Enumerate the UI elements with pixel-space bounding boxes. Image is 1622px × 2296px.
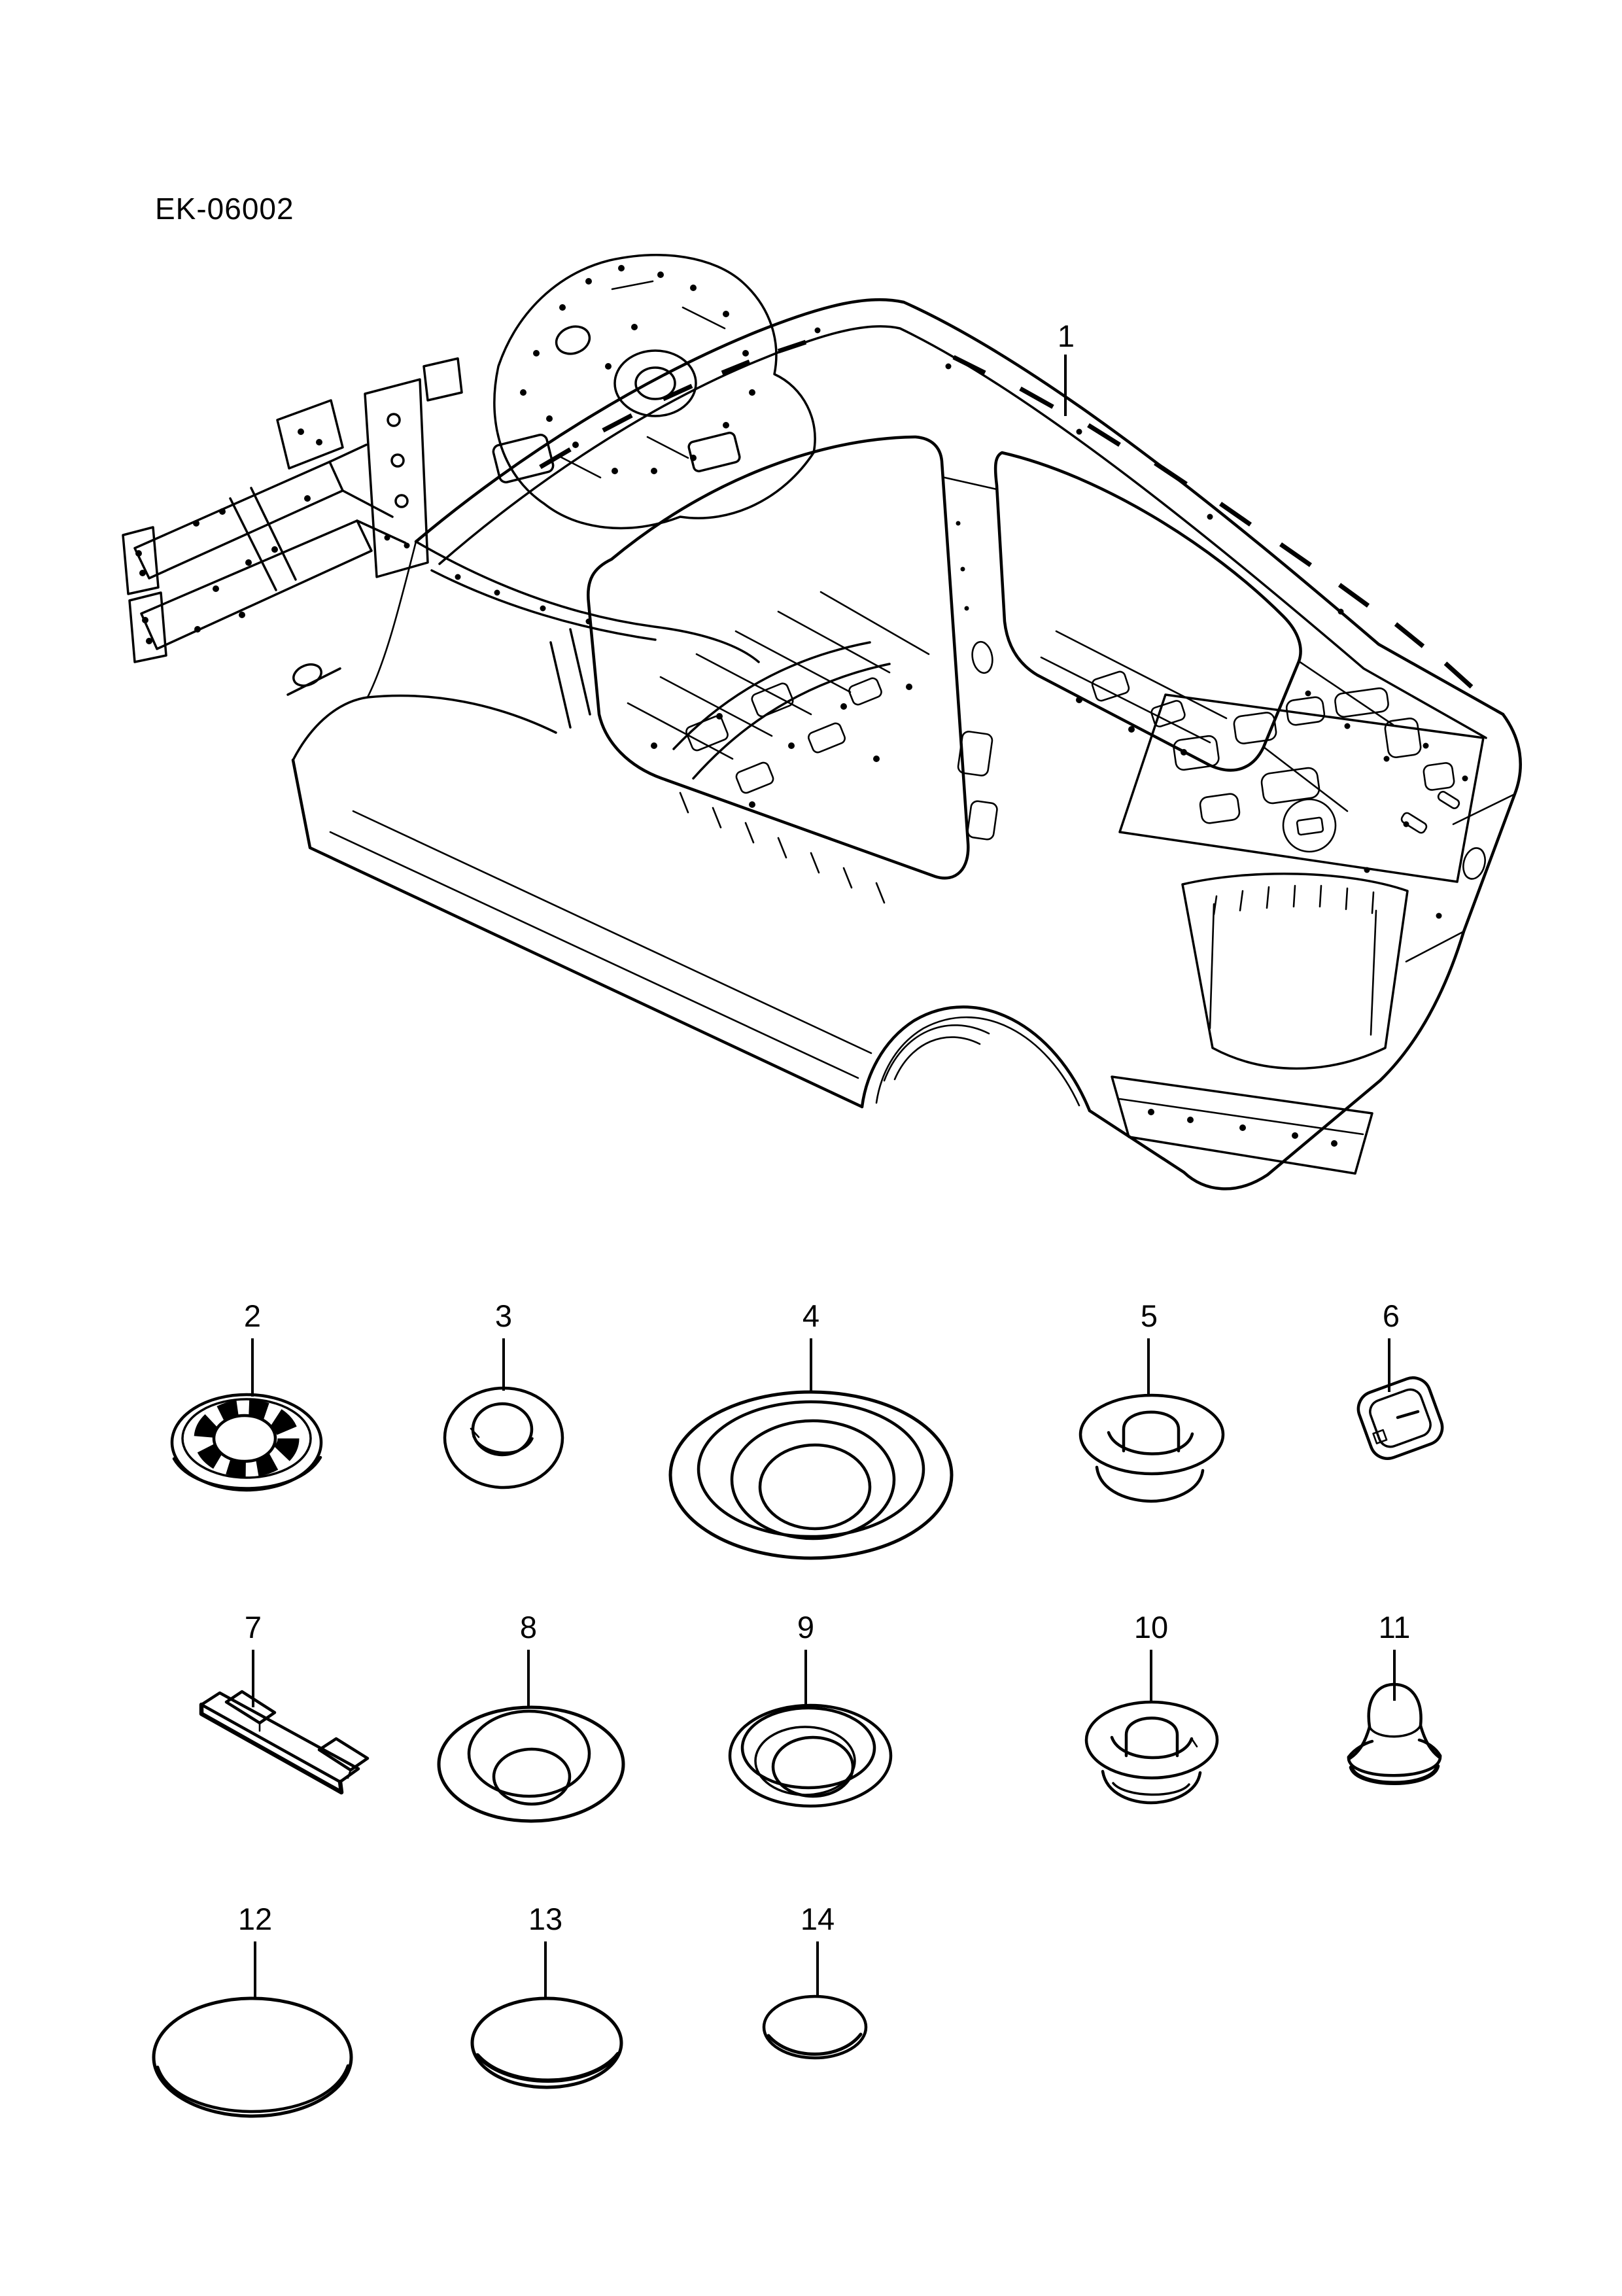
callout-13-leader — [544, 1941, 547, 2000]
callout-7-leader — [252, 1650, 254, 1707]
part-label-3: 3 — [494, 1298, 513, 1333]
callout-8-leader — [527, 1650, 530, 1709]
part-label-10: 10 — [1133, 1610, 1169, 1644]
part-8-drawing — [437, 1705, 625, 1823]
part-13-drawing — [470, 1996, 623, 2089]
part-7-drawing — [199, 1690, 370, 1795]
callout-1-leader — [1064, 355, 1067, 416]
part-label-9: 9 — [797, 1610, 815, 1644]
part-label-6: 6 — [1382, 1298, 1400, 1333]
part-label-11: 11 — [1378, 1610, 1411, 1644]
part-10-drawing — [1084, 1700, 1219, 1805]
part-5-drawing — [1078, 1393, 1225, 1503]
callout-2-leader — [251, 1338, 254, 1397]
callout-14-leader — [816, 1941, 819, 1997]
part-label-12: 12 — [237, 1902, 273, 1936]
part-4-drawing — [668, 1390, 954, 1560]
part-3-drawing — [443, 1386, 564, 1489]
callout-4-leader — [810, 1338, 812, 1393]
car-rear — [291, 660, 1522, 1191]
car-cowl — [364, 357, 760, 734]
part-11-drawing — [1347, 1682, 1442, 1785]
diagram-code: EK-06002 — [155, 192, 294, 226]
car-shock-tower — [492, 254, 816, 530]
callout-11-leader — [1393, 1650, 1396, 1701]
part-label-8: 8 — [519, 1610, 538, 1644]
part-6-drawing — [1356, 1376, 1444, 1460]
part-9-drawing — [728, 1703, 893, 1808]
part-label-2: 2 — [243, 1298, 262, 1333]
car-openings — [329, 435, 1302, 1079]
callout-12-leader — [254, 1941, 256, 1998]
part-12-drawing — [152, 1996, 353, 2118]
part-label-7: 7 — [244, 1610, 262, 1644]
part-label-4: 4 — [802, 1298, 820, 1333]
callout-6-leader — [1388, 1338, 1390, 1392]
part-2-drawing — [170, 1393, 323, 1492]
callout-10-leader — [1150, 1650, 1152, 1703]
car-body-diagram — [122, 254, 1522, 1191]
car-roof — [366, 298, 1505, 739]
part-label-5: 5 — [1140, 1298, 1158, 1333]
callout-3-leader — [502, 1338, 505, 1391]
callout-5-leader — [1147, 1338, 1150, 1395]
car-front-rails — [122, 399, 407, 696]
car-floor — [627, 591, 1228, 808]
callout-9-leader — [804, 1650, 807, 1706]
part-label-13: 13 — [528, 1902, 563, 1936]
part-14-drawing — [762, 1994, 868, 2060]
part-label-14: 14 — [800, 1902, 835, 1936]
part-label-1: 1 — [1057, 319, 1075, 353]
